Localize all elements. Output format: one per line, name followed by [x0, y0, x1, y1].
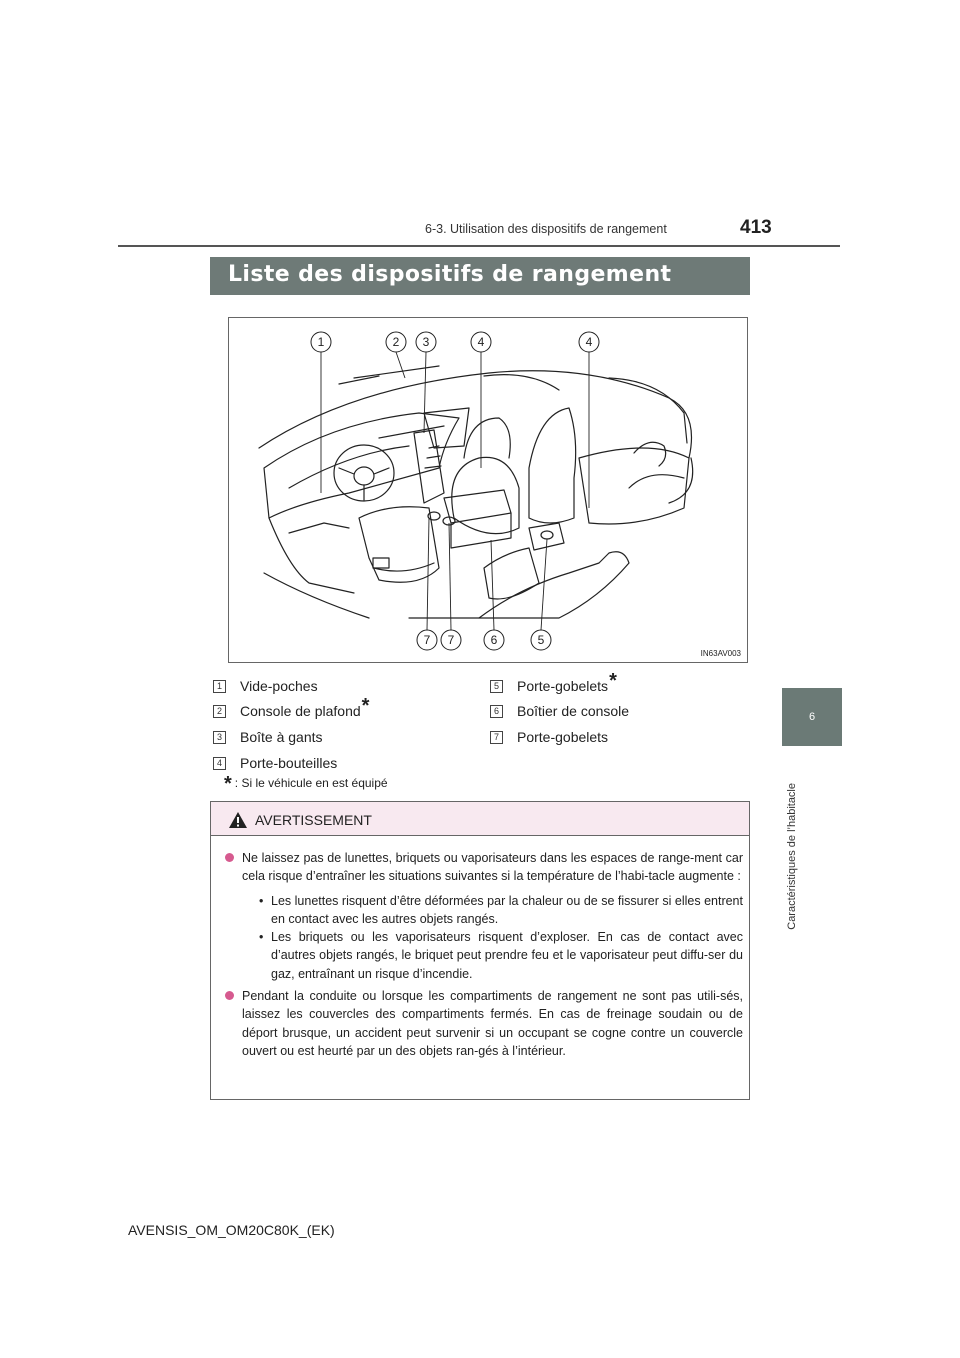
callout-7-left: 7 — [424, 633, 431, 647]
warning-sub-text: Les lunettes risquent d’être déformées p… — [271, 893, 743, 926]
warning-bullet-text: Ne laissez pas de lunettes, briquets ou … — [242, 851, 743, 884]
section-header: 6-3. Utilisation des dispositifs de rang… — [425, 222, 667, 236]
legend-item-4: 4 Porte-bouteilles — [213, 755, 337, 771]
legend-item-3: 3 Boîte à gants — [213, 729, 323, 745]
warning-body: Ne laissez pas de lunettes, briquets ou … — [225, 849, 743, 1064]
callout-3: 3 — [423, 335, 430, 349]
warning-header: AVERTISSEMENT — [211, 802, 749, 836]
page-number: 413 — [740, 217, 772, 238]
warning-box: AVERTISSEMENT Ne laissez pas de lunettes… — [210, 801, 750, 1100]
footnote-text: : Si le véhicule en est équipé — [234, 776, 388, 790]
warning-sub-item: • Les lunettes risquent d’être déformées… — [242, 892, 743, 929]
warning-title: AVERTISSEMENT — [255, 812, 372, 828]
warning-bullet-text: Pendant la conduite ou lorsque les compa… — [242, 989, 743, 1058]
callout-4-rear: 4 — [586, 335, 593, 349]
car-interior-drawing: 1 2 3 4 4 7 7 6 5 — [258, 331, 694, 651]
chapter-number: 6 — [808, 711, 816, 723]
chapter-tab[interactable]: 6 — [782, 688, 842, 746]
bullet-dot-icon — [225, 991, 234, 1001]
legend-item-6: 6 Boîtier de console — [490, 703, 629, 719]
legend-label: Vide-poches — [240, 678, 318, 694]
legend-num: 2 — [213, 704, 226, 718]
interior-illustration: 1 2 3 4 4 7 7 6 5 IN63AV003 — [228, 317, 748, 663]
legend-item-2: 2 Console de plafond* — [213, 696, 369, 719]
legend-label: Porte-bouteilles — [240, 755, 338, 771]
callout-6: 6 — [491, 633, 498, 647]
sub-bullet-mark: • — [259, 930, 264, 945]
legend-label: Boîtier de console — [517, 703, 630, 719]
callout-5: 5 — [538, 633, 545, 647]
chapter-label: Caractéristiques de l’habitacle — [786, 783, 798, 930]
manual-code: AVENSIS_OM_OM20C80K_(EK) — [128, 1222, 335, 1238]
sub-bullet-mark: • — [259, 893, 264, 908]
page-title: Liste des dispositifs de rangement — [228, 262, 672, 287]
legend-num: 7 — [490, 730, 503, 744]
legend-num: 4 — [213, 756, 226, 770]
legend-label: Porte-gobelets — [517, 678, 609, 694]
warning-triangle-icon — [229, 812, 247, 828]
callout-2: 2 — [393, 335, 400, 349]
callout-4-front: 4 — [478, 335, 485, 349]
header-rule — [118, 245, 840, 247]
legend-item-5: 5 Porte-gobelets* — [490, 671, 617, 694]
legend-num: 5 — [490, 679, 503, 693]
warning-sub-item: • Les briquets ou les vaporisateurs risq… — [242, 928, 743, 983]
legend-num: 1 — [213, 679, 226, 693]
footnote: * : Si le véhicule en est équipé — [224, 773, 388, 795]
title-bar: Liste des dispositifs de rangement — [210, 257, 750, 295]
legend-item-7: 7 Porte-gobelets — [490, 729, 608, 745]
bullet-dot-icon — [225, 853, 234, 862]
legend-label: Console de plafond — [240, 703, 361, 719]
legend-label: Porte-gobelets — [517, 729, 609, 745]
callout-1: 1 — [318, 335, 325, 349]
legend-item-1: 1 Vide-poches — [213, 678, 318, 694]
legend-num: 6 — [490, 704, 503, 718]
callout-7-right: 7 — [448, 633, 455, 647]
warning-sub-list: • Les lunettes risquent d’être déformées… — [242, 892, 743, 983]
warning-bullet: Pendant la conduite ou lorsque les compa… — [225, 987, 743, 1060]
warning-bullet: Ne laissez pas de lunettes, briquets ou … — [225, 849, 743, 983]
legend-num: 3 — [213, 730, 226, 744]
warning-sub-text: Les briquets ou les vaporisateurs risque… — [271, 930, 743, 981]
legend-label: Boîte à gants — [240, 729, 323, 745]
figure-code: IN63AV003 — [700, 649, 741, 658]
